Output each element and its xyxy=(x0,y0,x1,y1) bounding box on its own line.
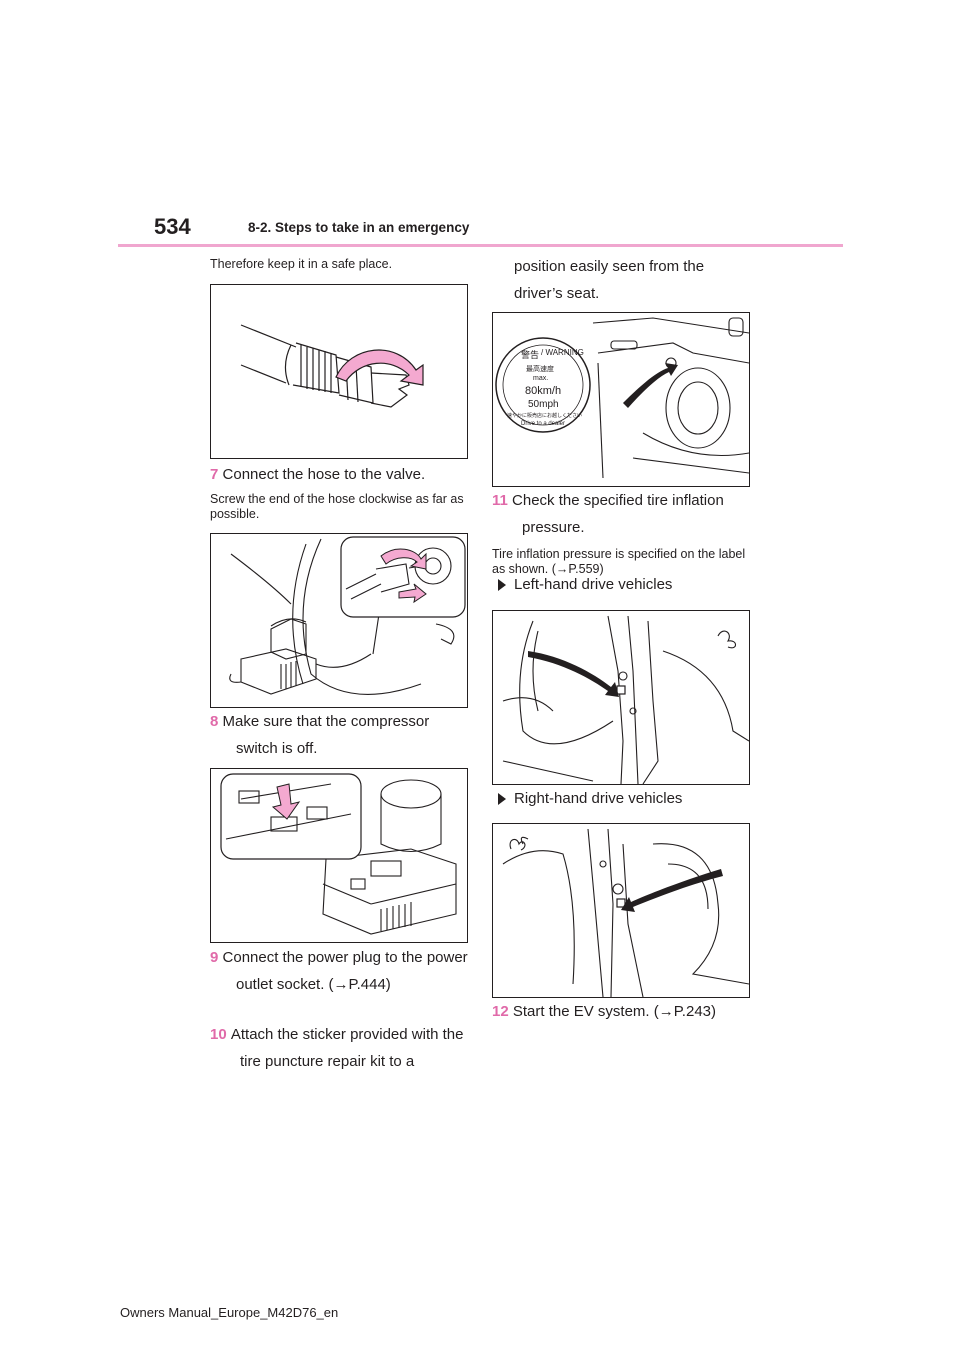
step-9: 9 Connect the power plug to the power ou… xyxy=(210,944,472,998)
sticker-warning-jp: 警告 xyxy=(521,349,539,360)
sticker-bottom-jp: 速やかに販売店にお越しください xyxy=(507,412,582,419)
step-number: 11 xyxy=(492,492,508,509)
bullet-text: Left-hand drive vehicles xyxy=(514,576,673,593)
left-intro: Therefore keep it in a safe place. xyxy=(210,257,472,272)
step-7: 7 Connect the hose to the valve. Screw t… xyxy=(210,461,472,522)
figure-label-rhd xyxy=(492,823,750,998)
step-text: Make sure that the compressor switch is … xyxy=(222,713,430,757)
step-text: Connect the power plug to the power outl… xyxy=(222,949,468,993)
step-number: 8 xyxy=(210,713,219,730)
step-10-continued: position easily seen from the driver’s s… xyxy=(492,253,754,307)
step-number: 10 xyxy=(210,1026,227,1043)
step-note: Tire inflation pressure is specified on … xyxy=(492,547,746,576)
step-text: Connect the hose to the valve. xyxy=(222,466,426,483)
step-note: Screw the end of the hose clockwise as f… xyxy=(210,492,464,521)
sticker-kmh: 80km/h xyxy=(525,385,561,397)
figure-valve-cap xyxy=(210,284,468,459)
bullet-lhd: Left-hand drive vehicles xyxy=(492,575,754,595)
figure-compressor-switch xyxy=(210,768,468,943)
step-number: 12 xyxy=(492,1003,509,1020)
figure-hose-connect xyxy=(210,533,468,708)
step-number: 7 xyxy=(210,466,219,483)
sticker-bottom-en: Drive to a dealer xyxy=(521,421,565,427)
step-8: 8 Make sure that the compressor switch i… xyxy=(210,708,472,762)
sticker-speed-jp: 最高速度 xyxy=(526,364,554,373)
page-number: 534 xyxy=(154,214,191,239)
continued-text: position easily seen from the driver’s s… xyxy=(514,258,705,302)
sticker-warning-en: / WARNING xyxy=(541,348,584,357)
figure-sticker-location: 警告 / WARNING 最高速度 max. 80km/h 50mph 速やかに… xyxy=(492,312,750,487)
sticker-mph: 50mph xyxy=(528,399,559,410)
bullet-triangle-icon xyxy=(498,579,506,591)
step-text: Attach the sticker provided with the tir… xyxy=(230,1026,464,1070)
figure-label-lhd xyxy=(492,610,750,785)
step-text: Check the specified tire inflation press… xyxy=(512,492,724,536)
sticker-max: max. xyxy=(533,375,548,382)
bullet-text: Right-hand drive vehicles xyxy=(514,790,683,807)
header-rule xyxy=(118,244,843,247)
step-number: 9 xyxy=(210,949,219,966)
section-title: 8-2. Steps to take in an emergency xyxy=(248,220,470,235)
step-12: 12 Start the EV system. (→P.243) xyxy=(492,998,754,1025)
step-10: 10 Attach the sticker provided with the … xyxy=(210,1021,472,1075)
bullet-triangle-icon xyxy=(498,793,506,805)
bullet-rhd: Right-hand drive vehicles xyxy=(492,789,754,809)
intro-text: Therefore keep it in a safe place. xyxy=(210,257,393,271)
step-text: Start the EV system. (→P.243) xyxy=(512,1003,716,1020)
footer-text: Owners Manual_Europe_M42D76_en xyxy=(120,1305,339,1320)
step-11: 11 Check the specified tire inflation pr… xyxy=(492,487,754,577)
